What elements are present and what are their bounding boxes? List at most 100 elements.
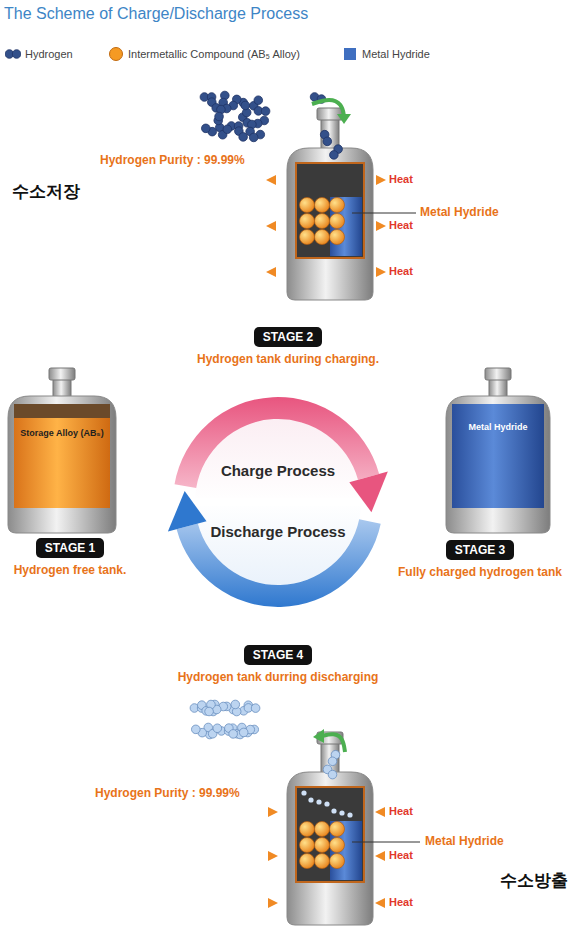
alloy-ball [300,854,315,869]
cycle-ring [168,392,388,612]
alloy-ball [315,230,330,245]
hydrogen-bubble [339,810,344,815]
stage-caption: Fully charged hydrogen tank [384,565,576,579]
heat-arrow [376,175,386,185]
purity-note: Hydrogen Purity : 99.99% [100,153,245,167]
metal-hydride-fill [330,821,362,880]
stage-caption: Hydrogen free tank. [4,563,136,577]
hydrogen-bubble [324,801,329,806]
alloy-ball [315,854,330,869]
heat-label: Heat [389,219,413,231]
illustration-layer [8,91,550,925]
hydrogen-atom [323,137,332,146]
alloy-ball [300,230,315,245]
alloy-ball [315,838,330,853]
process-label: Charge Process [168,462,388,479]
hydrogen-atom [215,112,224,121]
legend-label: Metal Hydride [362,48,430,60]
alloy-ball [330,838,345,853]
hydrogen-atom [328,757,337,766]
legend-entry: Metal Hydride [342,47,430,61]
tank-label: Metal Hydride [446,422,550,432]
part-callout: Metal Hydride [425,834,504,848]
diagram-title: The Scheme of Charge/Discharge Process [4,5,308,23]
heat-arrow [266,221,276,231]
legend-entry: Hydrogen [5,47,73,61]
tank-body [8,396,116,533]
tank-valve [485,368,511,380]
tank-body [446,396,550,533]
hydrogen-atom [328,770,337,779]
alloy-ball [330,214,345,229]
leader-line [352,213,416,214]
hydrogen-atom [12,50,21,59]
tank-label-box: Storage Alloy (AB₅) [8,368,116,533]
legend-entry: Intermetallic Compound (AB₅ Alloy) [108,47,300,61]
stage-badge: STAGE 1Hydrogen free tank. [4,538,136,577]
heat-label: Heat [389,265,413,277]
tank-label-box: Metal Hydride [446,368,550,533]
heat-arrow [376,267,386,277]
heat-label: Heat [389,896,413,908]
stage-badge: STAGE 2Hydrogen tank during charging. [158,327,418,366]
alloy-ball [330,822,345,837]
flow-arrow [322,734,345,752]
tank-interior [296,787,364,882]
heat-arrow [375,851,385,861]
heat-arrow [266,175,276,185]
metal-hydride-fill [330,197,362,256]
heat-arrow [268,898,278,908]
legend-swatch [108,47,124,61]
hydrogen-atom [330,151,339,160]
stage-badge: STAGE 4 Hydrogen tank durring discharging [148,645,408,684]
hydrogen-atom [254,96,263,105]
alloy-ball [300,822,315,837]
leader-line [352,842,420,843]
alloy-fill [14,404,110,508]
hydrogen-bubble [331,808,336,813]
heat-label: Heat [389,805,413,817]
legend-swatch [5,47,21,61]
process-label: Discharge Process [168,523,388,540]
heat-arrow [268,851,278,861]
stage-number: STAGE 2 [254,327,322,347]
hydride-fill [452,404,544,508]
tank-body [287,148,373,300]
alloy-ball [300,214,315,229]
hydrogen-bubble [308,797,313,802]
section-title: 수소저장 [12,180,80,203]
part-callout: Metal Hydride [420,205,499,219]
hydrogen-bubble [316,799,321,804]
alloy-ball [315,198,330,213]
alloy-ball [300,838,315,853]
hydrogen-atom [249,133,258,142]
flow-arrow [312,100,344,116]
hydrogen-atom [239,728,248,737]
tank-valve [49,368,75,380]
section-title: 수소방출 [500,869,568,892]
hydrogen-atom [261,107,270,116]
hydrogen-bubble [301,790,306,795]
tank-body [287,772,373,925]
purity-note: Hydrogen Purity : 99.99% [95,786,240,800]
heat-arrow [268,807,278,817]
hydrogen-atom [239,133,248,142]
hydrogen-atom [231,700,240,709]
heat-arrow [376,221,386,231]
stage-badge: STAGE 3Fully charged hydrogen tank [384,540,576,579]
legend-label: Hydrogen [25,48,73,60]
heat-arrow [266,267,276,277]
legend-label: Intermetallic Compound (AB₅ Alloy) [128,48,300,60]
hydrogen-atom [213,724,222,733]
heat-label: Heat [389,173,413,185]
alloy-ball [330,230,345,245]
hydrogen-atom [201,124,210,133]
hydrogen-atom [223,125,232,134]
hydrogen-atom [229,730,238,739]
stage-number: STAGE 4 [244,645,312,665]
heat-label: Heat [389,849,413,861]
alloy-ball [330,854,345,869]
tank-interior [296,163,364,258]
stage-caption: Hydrogen tank durring discharging [148,670,408,684]
hydrogen-atom [241,101,250,110]
